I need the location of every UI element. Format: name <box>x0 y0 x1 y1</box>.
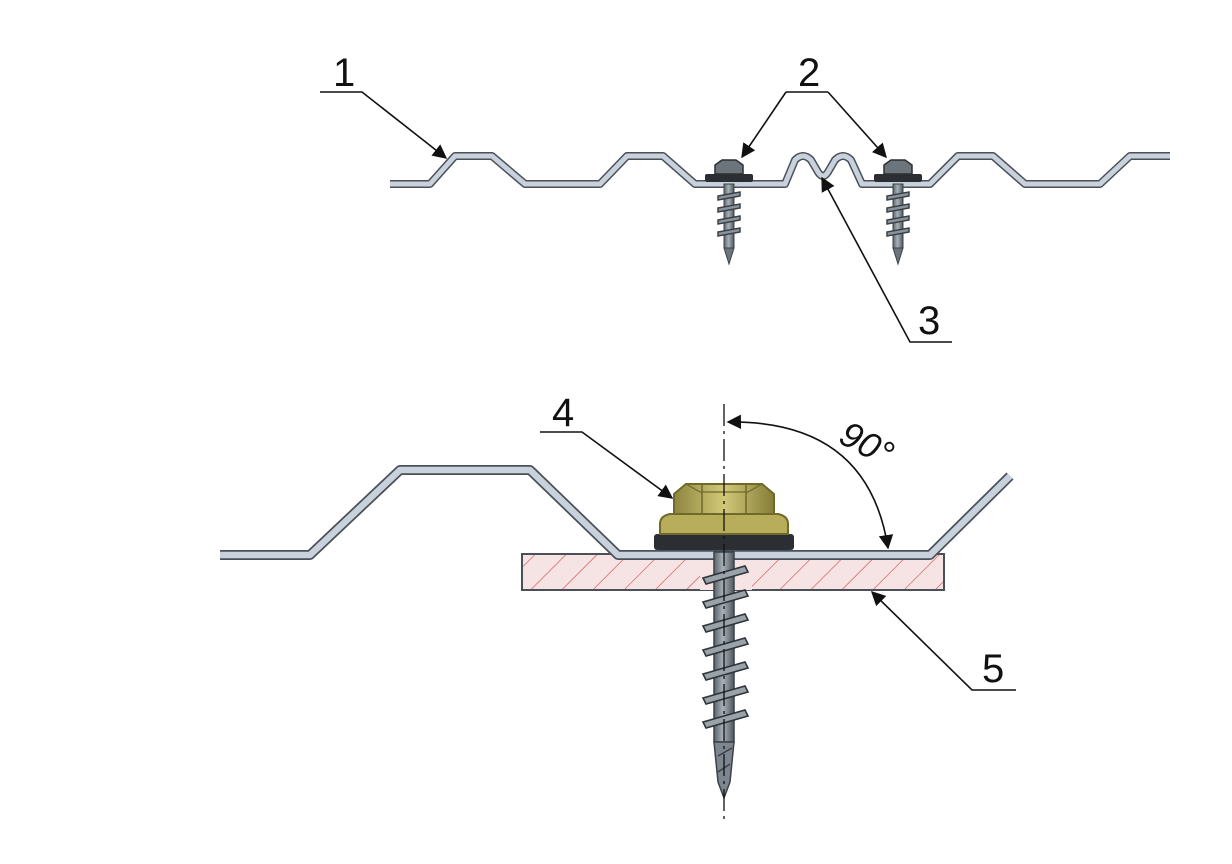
bottom-profiled-sheet <box>220 465 1014 560</box>
callout-2: 2 <box>741 51 887 159</box>
callout-3-label: 3 <box>918 299 940 343</box>
callout-3: 3 <box>821 176 952 343</box>
callout-5-label: 5 <box>982 647 1004 691</box>
callout-2-label: 2 <box>798 51 820 95</box>
callout-5: 5 <box>870 590 1016 691</box>
top-screw-left <box>705 159 753 266</box>
top-screw-right <box>874 159 922 266</box>
callout-4-label: 4 <box>552 391 574 435</box>
callout-4: 4 <box>540 391 674 499</box>
callout-1: 1 <box>320 51 448 159</box>
angle-label: 90° <box>833 413 900 475</box>
callout-1-label: 1 <box>333 51 355 95</box>
top-profiled-sheet <box>390 152 1170 188</box>
bottom-screw-shank <box>701 551 750 801</box>
